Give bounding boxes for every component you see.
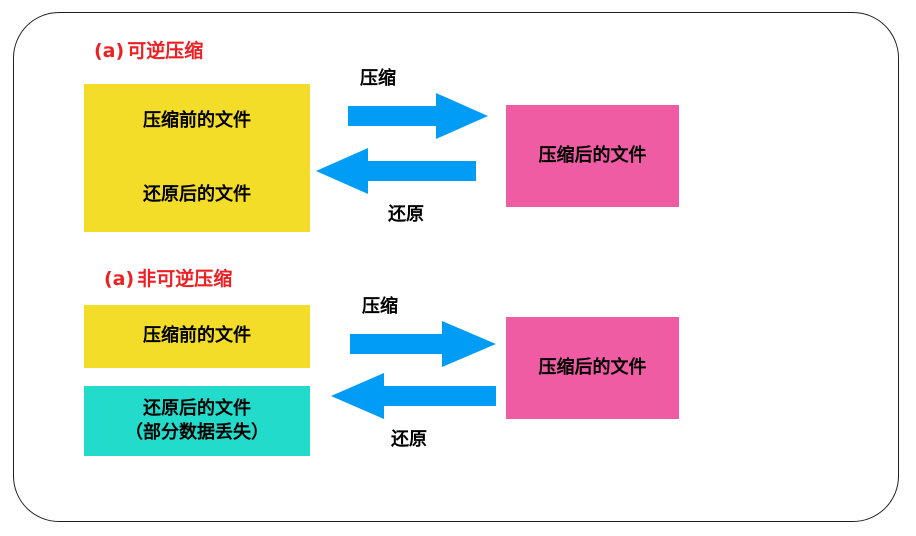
block-line: 还原后的文件 xyxy=(143,183,251,205)
arrow-label-compress-irreversible: 压缩 xyxy=(362,296,398,317)
arrow-restore-reversible-icon xyxy=(316,148,476,194)
arrow-compress-irreversible-icon xyxy=(350,321,496,367)
section-label-irreversible: (a)非可逆压缩 xyxy=(104,264,232,291)
block-line: （部分数据丢失） xyxy=(125,422,269,443)
block-original-file-irreversible: 压缩前的文件 xyxy=(84,305,310,368)
block-line: 压缩前的文件 xyxy=(143,325,251,347)
block-line: 压缩后的文件 xyxy=(538,356,647,378)
section-tag: (a) xyxy=(104,268,135,290)
block-line: 压缩后的文件 xyxy=(538,144,647,166)
block-original-file-reversible: 压缩前的文件 还原后的文件 xyxy=(84,84,310,232)
section-label-reversible: (a)可逆压缩 xyxy=(94,36,203,63)
block-compressed-file-irreversible: 压缩后的文件 xyxy=(506,317,679,419)
arrow-label-restore-reversible: 还原 xyxy=(388,204,424,225)
block-line: 压缩前的文件 xyxy=(143,109,251,131)
arrow-restore-irreversible-icon xyxy=(331,373,496,419)
arrow-label-compress-reversible: 压缩 xyxy=(360,68,396,89)
block-line: 还原后的文件 xyxy=(143,397,251,419)
section-tag: (a) xyxy=(94,40,125,62)
block-compressed-file-reversible: 压缩后的文件 xyxy=(506,105,679,207)
arrow-compress-reversible-icon xyxy=(348,93,488,139)
block-restored-file-lossy: 还原后的文件 （部分数据丢失） xyxy=(84,386,310,456)
arrow-label-restore-irreversible: 还原 xyxy=(391,429,427,450)
section-title: 可逆压缩 xyxy=(127,40,204,62)
section-title: 非可逆压缩 xyxy=(137,268,233,290)
outer-frame xyxy=(13,12,899,522)
